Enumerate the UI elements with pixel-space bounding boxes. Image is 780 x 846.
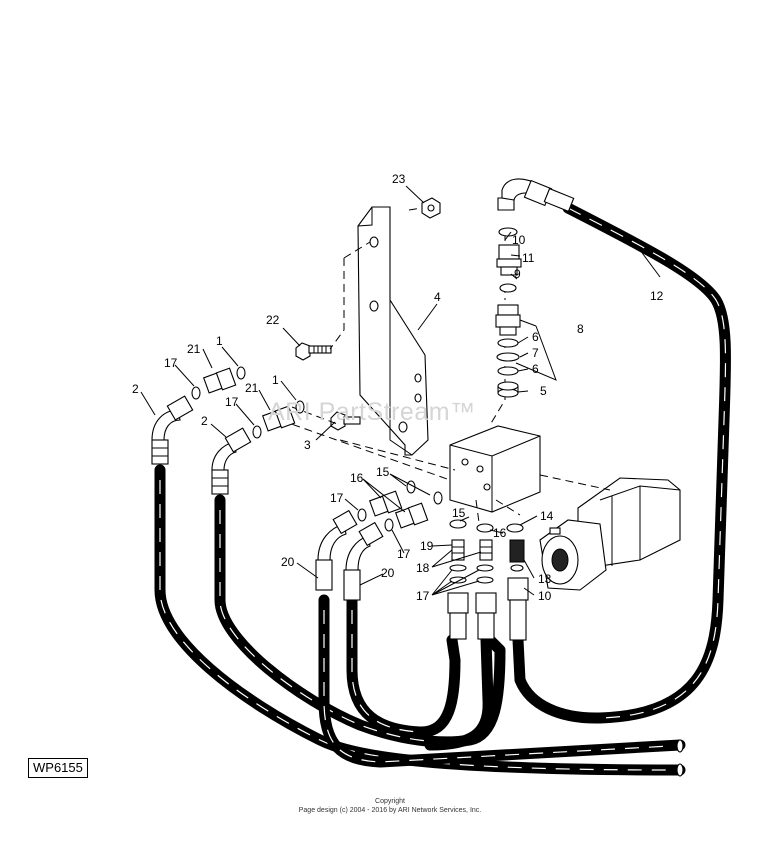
oring-7[interactable] bbox=[496, 352, 520, 362]
elbow-fitting-top[interactable] bbox=[497, 178, 575, 213]
callout-1-a: 1 bbox=[216, 334, 223, 348]
oring-1-a[interactable] bbox=[236, 366, 246, 380]
callout-18: 18 bbox=[416, 561, 430, 575]
oring-1-b[interactable] bbox=[295, 400, 305, 414]
callout-12: 12 bbox=[650, 289, 664, 303]
oring-17-h[interactable] bbox=[476, 576, 494, 584]
oring-17-e[interactable] bbox=[449, 564, 467, 572]
oring-17-b[interactable] bbox=[252, 425, 262, 439]
hose-bottom-right[interactable] bbox=[424, 634, 494, 751]
callout-17-a: 17 bbox=[164, 356, 178, 370]
fitting-13[interactable] bbox=[509, 539, 525, 572]
callout-15-b: 15 bbox=[452, 506, 466, 520]
callout-21-b: 21 bbox=[245, 381, 259, 395]
assembly-leaders bbox=[279, 207, 611, 531]
adapter-21-b[interactable] bbox=[261, 405, 296, 432]
page-footer: Copyright Page design (c) 2004 - 2016 by… bbox=[0, 797, 780, 815]
hose-end-12[interactable] bbox=[507, 577, 529, 641]
oring-17-d[interactable] bbox=[384, 518, 394, 532]
oring-15-c[interactable] bbox=[449, 519, 467, 529]
oring-6-upper[interactable] bbox=[497, 338, 519, 348]
callout-8: 8 bbox=[577, 322, 584, 336]
callout-7: 7 bbox=[532, 346, 539, 360]
callout-20-right: 20 bbox=[381, 566, 395, 580]
oring-9[interactable] bbox=[499, 283, 517, 293]
oring-15-b[interactable] bbox=[433, 491, 443, 505]
callout-2-outer: 2 bbox=[132, 382, 139, 396]
hose-group bbox=[154, 202, 731, 777]
callout-17-d: 17 bbox=[397, 547, 411, 561]
elbow-20-right[interactable] bbox=[343, 521, 384, 601]
callout-17-c: 17 bbox=[330, 491, 344, 505]
elbow-20-left[interactable] bbox=[315, 509, 358, 591]
oring-6-lower[interactable] bbox=[497, 366, 519, 376]
callout-labels: 23 4 22 3 10 11 9 8 6 7 6 5 12 1 21 17 1… bbox=[132, 172, 664, 603]
callout-14: 14 bbox=[540, 509, 554, 523]
callout-6-upper: 6 bbox=[532, 330, 539, 344]
callout-16-b: 16 bbox=[493, 526, 507, 540]
hose-end-center-a[interactable] bbox=[447, 592, 469, 640]
footer-credit: Page design (c) 2004 - 2016 by ARI Netwo… bbox=[298, 807, 482, 814]
motor-assembly[interactable] bbox=[539, 477, 681, 591]
callout-21-a: 21 bbox=[187, 342, 201, 356]
callout-10-top: 10 bbox=[512, 233, 526, 247]
callout-9: 9 bbox=[514, 267, 521, 281]
hose-end-center-b[interactable] bbox=[475, 592, 497, 640]
callout-11: 11 bbox=[522, 251, 535, 265]
callout-1-b: 1 bbox=[272, 373, 279, 387]
callout-19: 19 bbox=[420, 539, 434, 553]
oring-14[interactable] bbox=[506, 523, 524, 533]
oring-17-c[interactable] bbox=[357, 508, 367, 522]
callout-5: 5 bbox=[540, 384, 547, 398]
oring-16-c[interactable] bbox=[476, 523, 494, 533]
callout-2-inner: 2 bbox=[201, 414, 208, 428]
fitting-18-b[interactable] bbox=[479, 539, 493, 561]
watermark: ARI PartStream™ bbox=[268, 398, 476, 426]
callout-4: 4 bbox=[434, 290, 441, 304]
hose-20-right[interactable] bbox=[346, 594, 461, 738]
callout-22: 22 bbox=[266, 313, 280, 327]
callout-leaders bbox=[140, 185, 661, 596]
nut-23[interactable] bbox=[421, 197, 441, 219]
callout-16-a: 16 bbox=[350, 471, 364, 485]
valve-cartridge-8[interactable] bbox=[495, 304, 521, 336]
oring-17-a[interactable] bbox=[191, 386, 201, 400]
bolt-3[interactable] bbox=[330, 411, 361, 431]
callout-6-lower: 6 bbox=[532, 362, 539, 376]
elbow-2-inner[interactable] bbox=[211, 427, 252, 495]
bracket-4[interactable] bbox=[357, 206, 429, 456]
callout-23: 23 bbox=[392, 172, 406, 186]
callout-15-a: 15 bbox=[376, 465, 390, 479]
oring-17-f[interactable] bbox=[476, 564, 494, 572]
callout-17-b: 17 bbox=[225, 395, 239, 409]
ring-5[interactable] bbox=[497, 381, 519, 398]
callout-3: 3 bbox=[304, 438, 311, 452]
diagram-id-label: WP6155 bbox=[28, 758, 88, 778]
callout-13: 13 bbox=[538, 572, 552, 586]
valve-block[interactable] bbox=[449, 425, 541, 513]
callout-10-bottom: 10 bbox=[538, 589, 552, 603]
hose-12[interactable] bbox=[512, 202, 731, 724]
footer-copyright: Copyright bbox=[375, 798, 405, 805]
callout-20-left: 20 bbox=[281, 555, 295, 569]
elbow-2-outer[interactable] bbox=[151, 395, 194, 465]
adapter-21-a[interactable] bbox=[202, 367, 237, 394]
fitting-18-a[interactable] bbox=[451, 539, 465, 561]
bolt-22[interactable] bbox=[295, 342, 332, 361]
callout-17-e: 17 bbox=[416, 589, 430, 603]
